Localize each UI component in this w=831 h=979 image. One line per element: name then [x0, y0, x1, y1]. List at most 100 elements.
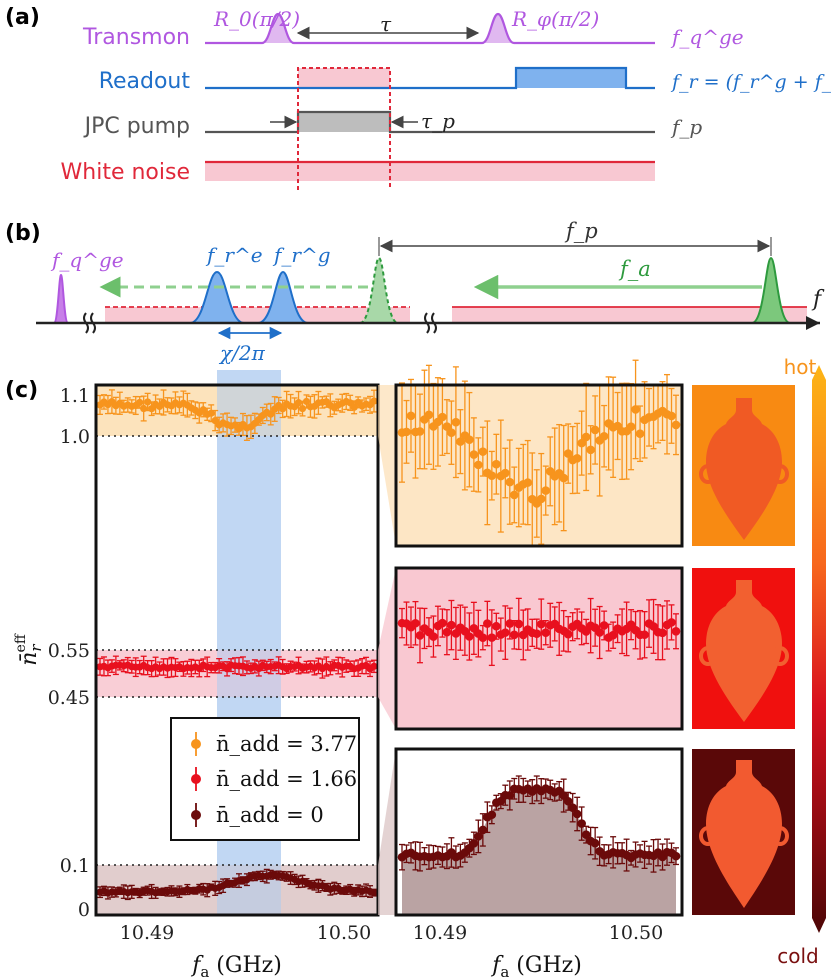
data-point: [406, 411, 416, 421]
readout-line: [205, 66, 655, 90]
data-point: [581, 627, 591, 636]
data-point: [483, 619, 492, 628]
data-point: [568, 803, 577, 812]
data-point: [536, 619, 546, 629]
ylabel-base: n̄: [17, 652, 42, 666]
data-point: [505, 477, 515, 487]
data-point: [523, 478, 533, 487]
axis-break-right: [424, 312, 437, 334]
y-tick-0.1: 0.1: [60, 855, 90, 877]
jpc-pump-label: JPC pump: [83, 114, 190, 139]
transmon-pulses: [205, 12, 655, 45]
data-point: [505, 791, 515, 800]
legend-item-cold: n̄_add = 0: [191, 803, 324, 827]
colorbar: [812, 365, 826, 933]
data-point: [501, 468, 510, 478]
jpc-pump-line: [205, 110, 655, 134]
data-point: [456, 437, 465, 446]
data-point: [402, 427, 411, 437]
data-point: [509, 630, 519, 640]
data-point: [590, 425, 600, 435]
amphora-image-cold: [692, 749, 795, 915]
legend-item-hot: n̄_add = 3.77: [191, 732, 357, 756]
data-point: [136, 398, 144, 407]
data-point: [447, 428, 456, 437]
transmon-label: Transmon: [82, 25, 190, 50]
right-x-tick-10.49: 10.49: [413, 922, 467, 944]
data-point: [492, 621, 501, 631]
ylabel-sup: eff: [13, 633, 29, 652]
y-tick-0: 0: [78, 899, 90, 921]
data-point: [415, 631, 425, 640]
left-x-tick-10.50: 10.50: [317, 922, 371, 944]
data-point: [370, 889, 378, 897]
data-point: [563, 796, 573, 806]
fa-label: f_a: [618, 257, 651, 281]
data-point: [447, 620, 456, 630]
data-point: [411, 618, 420, 628]
readout-label: Readout: [99, 69, 191, 94]
data-point: [541, 486, 551, 495]
data-point: [294, 399, 303, 407]
pump-peak: [751, 256, 791, 324]
data-point: [267, 410, 275, 418]
idler-peak-dashed: [359, 256, 399, 324]
ylabel-sub: r: [27, 644, 45, 652]
axis-break-left: [83, 312, 96, 334]
data-point: [492, 459, 501, 469]
data-point: [649, 622, 658, 631]
data-point: [635, 429, 645, 439]
panel-label-c: (c): [5, 378, 38, 403]
fp-label: f_p: [564, 219, 598, 243]
data-point: [429, 632, 438, 641]
right-x-tick-10.50: 10.50: [609, 922, 663, 944]
reference-lines: [96, 435, 378, 866]
left-x-tick-10.49: 10.49: [120, 922, 174, 944]
data-point: [474, 460, 483, 470]
data-point: [505, 619, 515, 628]
y-tick-1.0: 1.0: [60, 426, 90, 448]
data-point: [590, 838, 600, 848]
data-point: [469, 839, 479, 848]
legend: n̄_add = 3.77 n̄_add = 1.66 n̄_add = 0: [170, 717, 360, 841]
readout-freq-label: f_r = (f_r^g + f_r^e) / 2: [670, 71, 831, 93]
amphora-image-mid: [692, 568, 795, 729]
data-point: [671, 626, 681, 636]
data-point: [599, 621, 609, 630]
data-point: [586, 445, 595, 455]
colorbar-hot-label: hot: [784, 355, 817, 379]
legend-item-mid: n̄_add = 1.66: [191, 767, 357, 791]
tau-label: τ: [380, 12, 392, 36]
data-point: [465, 435, 474, 445]
data-point: [144, 398, 152, 406]
readout-g-peak: [257, 270, 309, 324]
data-point: [370, 662, 378, 670]
y-axis-label: n̄reff: [13, 633, 45, 666]
zoom-wedge-mid: [378, 568, 396, 729]
data-point: [487, 633, 497, 642]
data-point: [478, 633, 488, 642]
data-point: [438, 412, 447, 422]
panel-label-b: (b): [5, 221, 41, 246]
y-tick-0.45: 0.45: [48, 687, 90, 709]
data-point: [608, 630, 618, 640]
data-point: [302, 397, 311, 406]
zoom-wedge-hot: [378, 385, 396, 546]
noise-band-left: [105, 307, 410, 323]
fq-label: f_q^ge: [50, 248, 124, 272]
qubit-peak: [53, 273, 69, 324]
data-point: [595, 628, 604, 637]
y-tick-1.1: 1.1: [60, 385, 90, 407]
frequency-axis-arrowhead: [806, 316, 820, 330]
data-point: [451, 417, 461, 427]
data-point: [496, 796, 506, 806]
readout-e-peak: [189, 270, 245, 324]
legend-label-mid: n̄_add = 1.66: [216, 767, 357, 791]
data-point: [640, 630, 649, 640]
data-point: [514, 619, 524, 629]
y-tick-0.55: 0.55: [48, 640, 90, 662]
zoom-cold-area: [402, 790, 676, 915]
data-point: [478, 447, 488, 456]
f-axis-label: f: [811, 287, 825, 312]
